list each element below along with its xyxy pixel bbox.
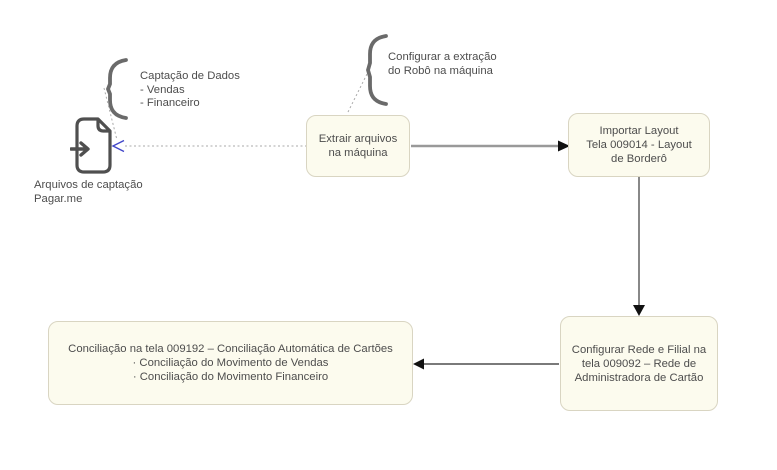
node-configure-line: Configurar Rede e Filial na [571,343,707,356]
node-import-layout: Importar Layout Tela 009014 - Layout de … [568,113,710,177]
callout-robot: Configurar a extração do Robô na máquina [388,51,497,78]
node-configure-line: tela 009092 – Rede de [581,357,697,370]
arrow-import-to-configure [633,177,645,316]
callout-capture-line: - Vendas [140,83,185,96]
node-reconciliation-line: · Conciliação do Movimento de Vendas [132,357,329,369]
dotted-link-robot-to-extract [347,73,368,113]
file-caption: Arquivos de captação Pagar.me [34,179,143,206]
file-caption-line: Arquivos de captação [34,179,143,191]
node-extract-files: Extrair arquivos na máquina [306,115,410,177]
node-import-line: Tela 009014 - Layout [586,139,692,151]
node-configure-line: Administradora de Cartão [574,371,704,384]
node-configure-network: Configurar Rede e Filial na tela 009092 … [560,316,718,411]
file-caption-line: Pagar.me [34,192,83,205]
arrow-extract-to-import [411,140,570,152]
node-import-line: Importar Layout [599,125,679,137]
callout-capture-line: Captação de Dados [140,70,240,82]
node-extract-line: Extrair arquivos [318,133,398,145]
node-reconciliation: Conciliação na tela 009192 – Conciliação… [48,321,413,405]
left-brace-robot-icon [366,34,388,106]
node-reconciliation-line: Conciliação na tela 009192 – Conciliação… [68,343,393,355]
node-reconciliation-line: · Conciliação do Movimento Financeiro [132,371,329,383]
node-import-line: de Borderô [611,153,667,165]
arrow-configure-to-reconciliation [413,358,559,370]
left-brace-capture-icon [106,58,128,120]
blue-arrowhead-icon [111,139,125,153]
file-import-icon [69,116,116,176]
callout-robot-line: do Robô na máquina [388,64,493,77]
callout-capture: Captação de Dados - Vendas - Financeiro [140,70,240,111]
node-extract-line: na máquina [328,147,388,159]
callout-capture-line: - Financeiro [140,97,200,109]
callout-robot-line: Configurar a extração [388,51,497,63]
